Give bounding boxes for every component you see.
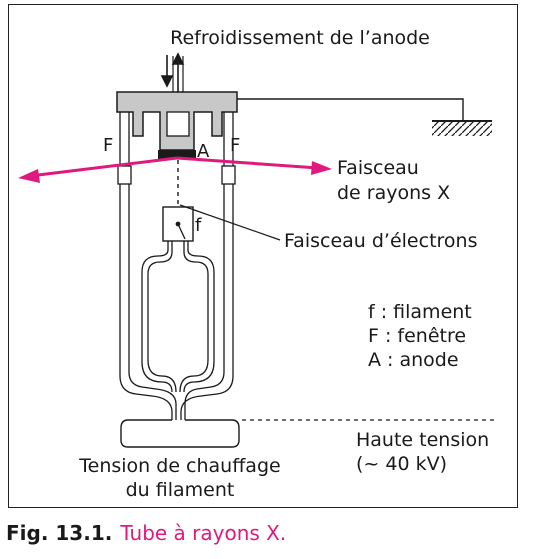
label-anode: A	[197, 141, 210, 162]
filament-point	[175, 221, 181, 227]
glass-envelope	[119, 112, 234, 420]
filament	[177, 223, 186, 240]
ground-icon	[432, 122, 492, 136]
xray-beam-label-line1: Faisceau	[337, 157, 419, 179]
diagram-title: Refroidissement de l’anode	[170, 27, 430, 49]
figure-number: Fig. 13.1.	[6, 521, 113, 545]
figure-caption: Fig. 13.1. Tube à rayons X.	[6, 521, 286, 545]
label-window-left: F	[103, 135, 113, 156]
heating-voltage-label-line2: du filament	[126, 479, 235, 501]
heating-voltage-label-line1: Tension de chauffage	[78, 455, 280, 477]
electron-beam-label: Faisceau d’électrons	[284, 230, 477, 252]
filament-support	[141, 240, 215, 393]
xray-beam-label-line2: de rayons X	[337, 182, 450, 204]
legend-filament: f : filament	[368, 301, 472, 323]
high-voltage-label-line2: (~ 40 kV)	[356, 453, 447, 475]
high-voltage-label-line1: Haute tension	[356, 429, 489, 451]
legend-window: F : fenêtre	[368, 325, 466, 347]
electron-beam-leader	[179, 204, 281, 241]
label-window-right: F	[230, 135, 240, 156]
figure-frame	[8, 4, 518, 508]
anode-target	[158, 150, 196, 159]
xray-beam	[18, 156, 332, 183]
window-right	[221, 165, 236, 185]
ground-connection	[237, 98, 492, 136]
filament-connector	[120, 419, 240, 448]
window-left	[117, 165, 132, 185]
legend-anode: A : anode	[368, 349, 459, 371]
figure-caption-text: Tube à rayons X.	[120, 521, 287, 545]
anode-cooling-channel	[166, 111, 190, 137]
label-filament: f	[195, 215, 202, 236]
